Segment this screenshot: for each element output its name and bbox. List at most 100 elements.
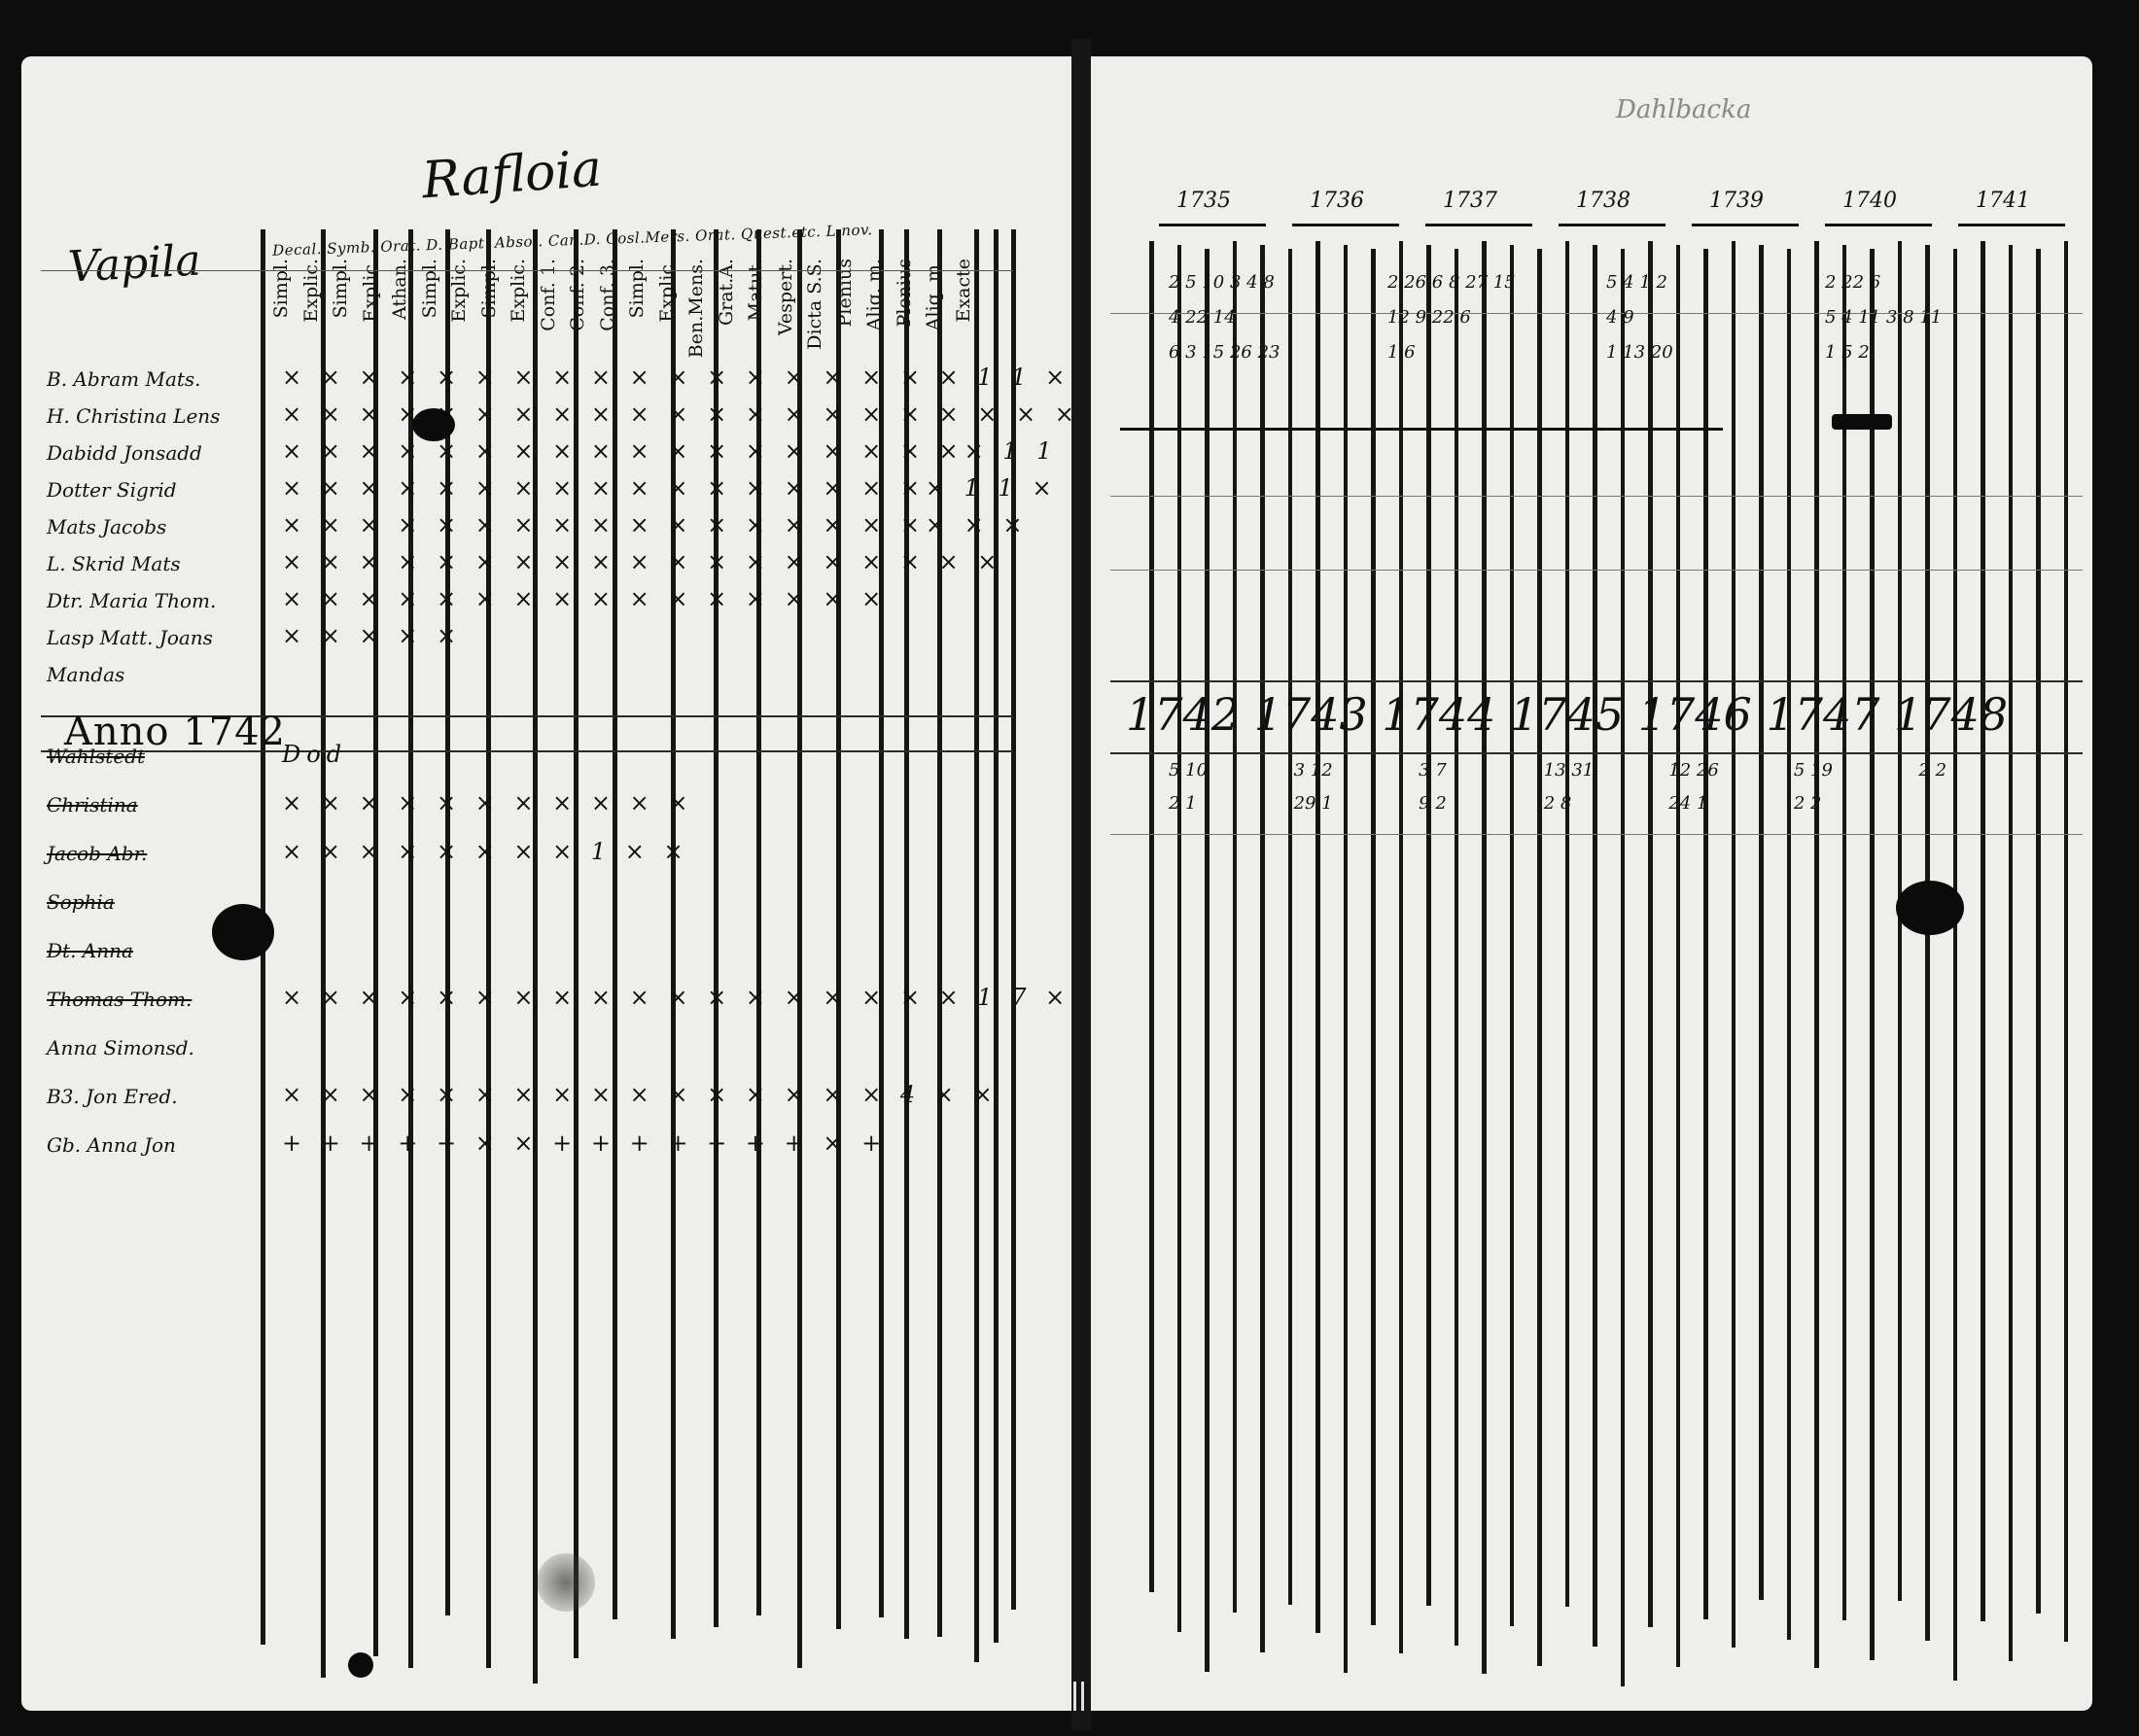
column-rule bbox=[1176, 245, 1181, 1632]
tally-number: 3 7 bbox=[1419, 760, 1447, 781]
tally-number: 5 4 1 2 bbox=[1606, 272, 1667, 293]
header-rule bbox=[41, 270, 1013, 271]
tally-number: 1 5 2 bbox=[1825, 342, 1870, 363]
column-header: Simpl. bbox=[418, 259, 440, 319]
row-marks: × × × × × × × × × × × × × × × × 4 × × bbox=[282, 1081, 999, 1108]
book-gutter bbox=[1071, 39, 1091, 1730]
ink-blot bbox=[348, 1652, 373, 1678]
row-name: Sophia bbox=[47, 890, 115, 914]
grid-rule bbox=[1110, 496, 2083, 497]
divider-rule bbox=[41, 750, 1013, 752]
row-marks: × × × × × × × × × × × × × × × × ×× 1 1 ×… bbox=[282, 474, 1071, 502]
row-name: B3. Jon Ered. bbox=[47, 1085, 178, 1108]
tally-number: 2 2 bbox=[1793, 793, 1822, 814]
year-heading: Anno 1742 bbox=[64, 710, 287, 754]
column-rule bbox=[879, 229, 884, 1617]
row-name: Dtr. Maria Thom. bbox=[47, 589, 217, 612]
column-rule bbox=[1841, 245, 1846, 1620]
row-marks: + + + + + × × + + + + + + + × + bbox=[282, 1129, 888, 1157]
column-rule bbox=[321, 229, 326, 1678]
year-heading: 1738 bbox=[1576, 189, 1631, 213]
grid-rule bbox=[1110, 834, 2083, 835]
tally-number: 5 4 11 3 8 11 bbox=[1825, 307, 1943, 328]
year-underline bbox=[1692, 224, 1799, 226]
row-name: B. Abram Mats. bbox=[47, 367, 201, 391]
column-rule bbox=[1011, 229, 1016, 1610]
year-underline bbox=[1425, 224, 1532, 226]
ink-blot bbox=[412, 408, 455, 441]
row-name: Thomas Thom. bbox=[47, 988, 193, 1011]
tally-number: 1 6 bbox=[1387, 342, 1416, 363]
tally-number: 29 1 bbox=[1293, 793, 1333, 814]
tally-number: 2 26 6 8 27 15 bbox=[1387, 272, 1516, 293]
row-name: H. Christina Lens bbox=[47, 404, 221, 428]
tally-number: 9 2 bbox=[1419, 793, 1447, 814]
row-marks: × × × × × × × × × × × × × × × × × × 1 1 … bbox=[282, 364, 1071, 391]
section-label: Vapila bbox=[66, 235, 202, 293]
column-rule bbox=[1537, 249, 1542, 1666]
column-rule bbox=[974, 229, 979, 1662]
year-underline bbox=[1559, 224, 1666, 226]
column-rule bbox=[836, 229, 841, 1629]
column-rule bbox=[1675, 245, 1680, 1667]
gutter-mark bbox=[1073, 1682, 1076, 1711]
column-rule bbox=[1371, 249, 1376, 1625]
column-rule bbox=[1287, 249, 1292, 1605]
row-marks: × × × × × × × × × × × × × × × × × × × × … bbox=[282, 400, 1071, 428]
tally-number: 3 12 bbox=[1293, 760, 1333, 781]
column-header: Grat.A. bbox=[715, 259, 737, 327]
column-rule bbox=[1260, 245, 1265, 1652]
gutter-mark bbox=[1081, 1682, 1084, 1711]
row-marks: × × × × × × × × × × × × × × × × × ×× 1 1… bbox=[282, 437, 1071, 465]
column-header: Dicta S.S. bbox=[804, 259, 825, 350]
corner-note: Dahlbacka bbox=[1616, 95, 1752, 124]
column-rule bbox=[1759, 245, 1764, 1600]
column-rule bbox=[756, 229, 761, 1615]
column-rule bbox=[1343, 245, 1348, 1673]
year-heading: 1735 bbox=[1176, 189, 1231, 213]
grid-rule bbox=[1110, 570, 2083, 571]
year-underline bbox=[1159, 224, 1266, 226]
column-rule bbox=[904, 229, 909, 1639]
column-rule bbox=[1232, 241, 1237, 1613]
column-rule bbox=[373, 229, 378, 1656]
ink-blot bbox=[212, 904, 274, 960]
column-rule bbox=[1952, 249, 1957, 1681]
column-rule bbox=[1786, 249, 1791, 1640]
grid-rule bbox=[1110, 313, 2083, 314]
column-rule bbox=[1315, 241, 1320, 1633]
grid-rule bbox=[1110, 680, 2083, 682]
column-rule bbox=[937, 229, 942, 1637]
tally-number: 1 13 20 bbox=[1606, 342, 1673, 363]
tally-number: 24 1 bbox=[1668, 793, 1708, 814]
column-rule bbox=[2008, 245, 2013, 1661]
column-rule bbox=[2036, 249, 2041, 1614]
tally-number: 6 3 15 26 23 bbox=[1169, 342, 1280, 363]
grid-rule bbox=[1120, 428, 1723, 431]
stain bbox=[537, 1553, 595, 1612]
column-rule bbox=[2063, 241, 2068, 1642]
row-name: Dt. Anna bbox=[47, 939, 133, 962]
tally-number: 2 5 10 3 4 8 bbox=[1169, 272, 1275, 293]
tally-number: 2 1 bbox=[1169, 793, 1197, 814]
tally-number: 2 2 bbox=[1918, 760, 1947, 781]
column-rule bbox=[613, 229, 617, 1619]
year-underline bbox=[1958, 224, 2065, 226]
column-rule bbox=[671, 229, 676, 1639]
column-header: Explic. bbox=[299, 259, 322, 323]
column-rule bbox=[1205, 249, 1210, 1672]
column-rule bbox=[1814, 241, 1819, 1668]
divider-rule bbox=[41, 715, 1013, 717]
column-group-headings: Decal. Symb. Orat. D. Bapt. Absol. Can.D… bbox=[271, 221, 873, 260]
row-marks: × × × × × bbox=[282, 622, 463, 649]
column-rule bbox=[1731, 241, 1736, 1648]
column-rule bbox=[533, 229, 538, 1684]
year-heading: 1739 bbox=[1709, 189, 1764, 213]
column-header: Explic. bbox=[508, 259, 529, 323]
column-header: Simpl. bbox=[270, 259, 292, 319]
column-rule bbox=[1620, 249, 1625, 1686]
column-header: Explic. bbox=[448, 259, 470, 323]
column-rule bbox=[486, 229, 491, 1668]
column-rule bbox=[994, 229, 999, 1643]
year-underline bbox=[1825, 224, 1932, 226]
